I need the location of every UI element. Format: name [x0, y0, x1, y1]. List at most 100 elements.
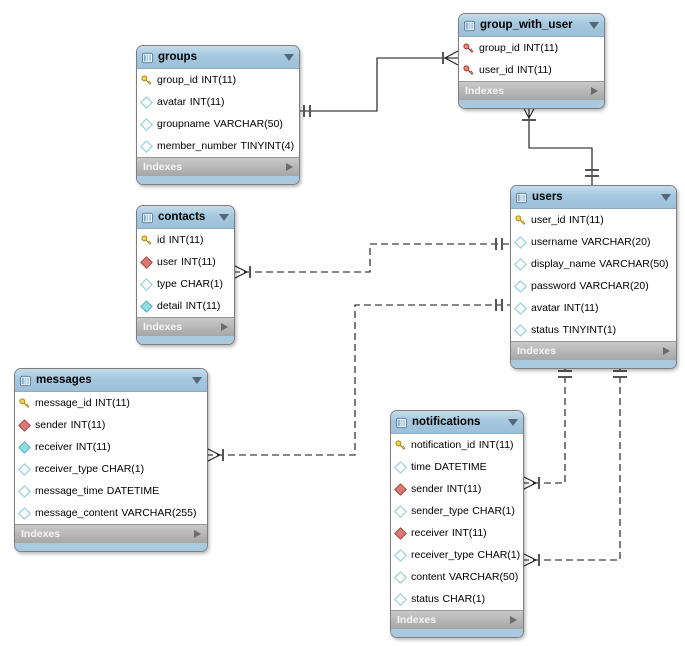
column-type: INT(11)	[95, 397, 130, 409]
relationship-users-group_with_user[interactable]	[521, 104, 599, 185]
table-header[interactable]: notifications	[391, 411, 523, 434]
column-name: avatar	[157, 96, 187, 108]
collapse-triangle-icon[interactable]	[589, 21, 599, 29]
column-type: INT(11)	[478, 439, 514, 451]
indexes-label: Indexes	[143, 321, 183, 333]
relationship-groups-group_with_user[interactable]	[298, 50, 459, 117]
primary-key-icon	[141, 234, 152, 246]
column-type: CHAR(1)	[472, 505, 515, 517]
collapse-triangle-icon[interactable]	[661, 193, 671, 201]
column-notnull-icon	[140, 299, 153, 313]
column-type: VARCHAR(50)	[213, 118, 283, 130]
column-type: VARCHAR(255)	[121, 507, 197, 519]
table-header[interactable]: messages	[15, 369, 207, 392]
column-type: VARCHAR(50)	[599, 258, 669, 270]
indexes-footer[interactable]: Indexes	[15, 524, 207, 543]
collapse-triangle-icon[interactable]	[284, 53, 294, 61]
indexes-label: Indexes	[143, 161, 183, 173]
column-type: TINYINT(1)	[562, 324, 617, 336]
column-name: detail	[157, 300, 183, 312]
collapse-triangle-icon[interactable]	[192, 376, 202, 384]
expand-arrow-icon	[286, 163, 293, 171]
column-type: INT(11)	[568, 214, 604, 226]
foreign-key-icon	[394, 482, 407, 496]
table-header[interactable]: group_with_user	[459, 14, 604, 37]
indexes-footer[interactable]: Indexes	[137, 317, 234, 336]
column-name: username	[531, 236, 578, 248]
column-name: password	[531, 280, 576, 292]
indexes-footer[interactable]: Indexes	[391, 610, 523, 629]
expand-arrow-icon	[591, 87, 598, 95]
column-type: INT(11)	[516, 64, 552, 76]
column-type: CHAR(1)	[180, 278, 223, 290]
table-header[interactable]: contacts	[137, 206, 234, 229]
primary-foreign-key-icon	[463, 64, 474, 76]
column-nullable-icon	[394, 570, 407, 584]
column-name: user	[157, 256, 178, 268]
column-type: TINYINT(4)	[240, 140, 295, 152]
column-name: display_name	[531, 258, 596, 270]
column-name: message_time	[35, 485, 104, 497]
indexes-footer[interactable]: Indexes	[511, 341, 676, 360]
indexes-footer[interactable]: Indexes	[459, 81, 604, 100]
column-name: receiver	[411, 527, 449, 539]
relationship-users-notifications-sender[interactable]	[521, 365, 572, 491]
table-header[interactable]: users	[511, 186, 676, 209]
column-name: message_id	[35, 397, 92, 409]
table-icon	[396, 417, 407, 428]
indexes-footer[interactable]: Indexes	[137, 157, 299, 176]
column-type: DATETIME	[106, 485, 160, 497]
collapse-triangle-icon[interactable]	[508, 418, 518, 426]
table-header[interactable]: groups	[137, 46, 299, 69]
column-type: VARCHAR(20)	[581, 236, 651, 248]
collapse-triangle-icon[interactable]	[219, 213, 229, 221]
column-nullable-icon	[140, 139, 153, 153]
table-bottom-strip	[391, 629, 523, 637]
relationship-users-messages[interactable]	[205, 299, 510, 463]
column-name: receiver_type	[35, 463, 99, 475]
relationship-users-contacts[interactable]	[232, 238, 510, 280]
column-nullable-icon	[18, 506, 31, 520]
primary-key-icon	[141, 74, 152, 86]
foreign-key-icon	[140, 255, 153, 269]
relationship-users-notifications-receiver[interactable]	[521, 365, 627, 568]
